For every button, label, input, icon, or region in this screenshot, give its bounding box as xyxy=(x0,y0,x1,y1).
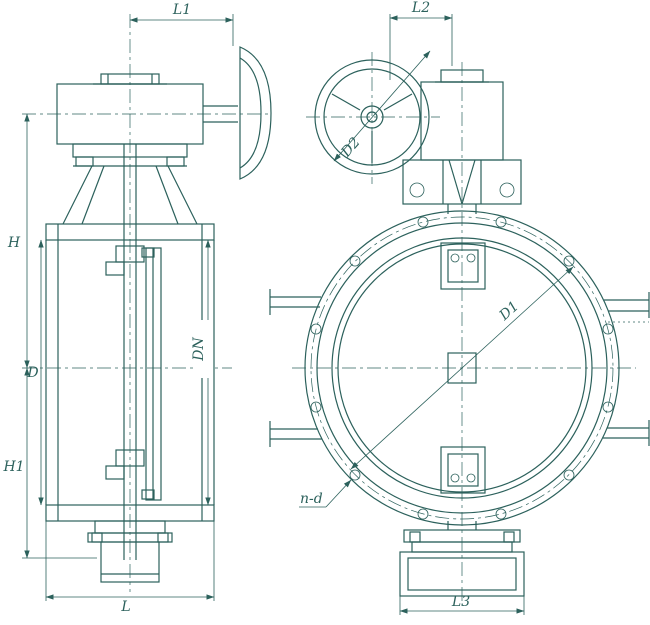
bottom-cap-front xyxy=(399,521,525,597)
mounting-bracket-front xyxy=(402,159,522,214)
handwheel-side xyxy=(203,46,272,180)
dim-label-d1: D1 xyxy=(496,298,522,324)
dim-label-h1: H1 xyxy=(2,459,24,475)
dim-label-d2: D2 xyxy=(338,134,364,161)
dim-label-l3: L3 xyxy=(451,594,470,610)
dim-label-dn: DN xyxy=(191,337,207,362)
left-view-side-section: L1 H H1 D DN L xyxy=(2,2,272,615)
dim-label-h: H xyxy=(7,235,21,251)
centerlines-right xyxy=(292,52,636,606)
bottom-cap-side xyxy=(87,520,173,583)
right-view-front: L2 D2 D1 n-d L3 xyxy=(269,0,650,615)
bolt-holes xyxy=(310,216,614,520)
valve-neck-side xyxy=(62,143,198,225)
dimensions-left: L1 H H1 D DN L xyxy=(2,2,234,615)
dim-label-l1: L1 xyxy=(172,2,191,18)
body-flange-front xyxy=(304,210,620,526)
dim-label-d: D xyxy=(26,365,38,381)
dim-label-l: L xyxy=(120,599,130,615)
dim-label-nd: n-d xyxy=(300,491,323,507)
dim-label-l2: L2 xyxy=(411,0,430,16)
side-lugs xyxy=(269,289,650,447)
valve-body-section xyxy=(45,144,215,560)
